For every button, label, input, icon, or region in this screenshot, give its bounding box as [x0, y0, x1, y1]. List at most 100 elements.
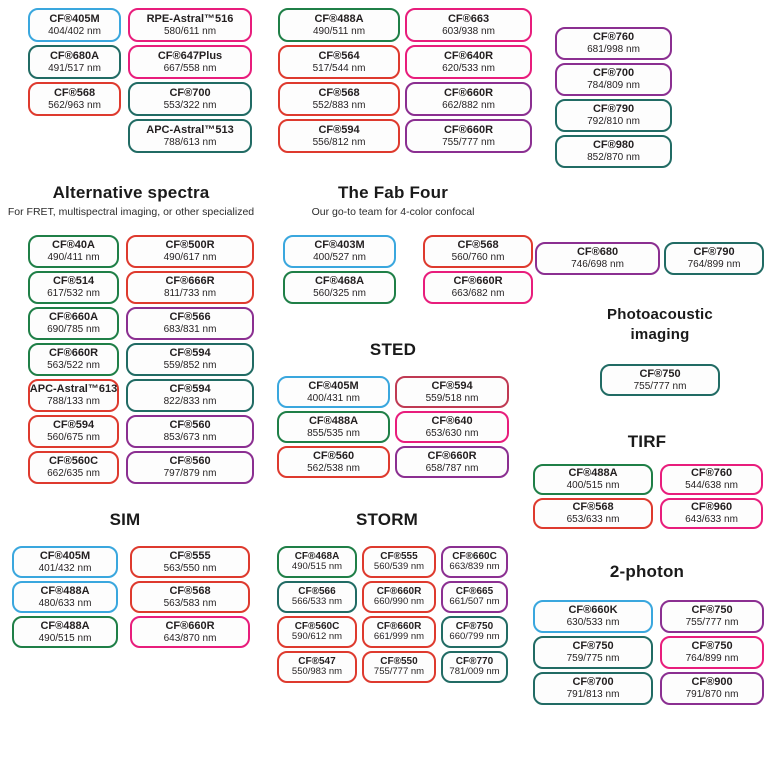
dye-name: CF®568 [53, 86, 96, 99]
dye-wavelengths: 559/852 nm [163, 360, 217, 372]
dye-wavelengths: 562/538 nm [307, 462, 360, 474]
dye-wavelengths: 490/515 nm [291, 561, 343, 573]
dye-wavelengths: 643/870 nm [163, 632, 217, 644]
dye-wavelengths: 603/938 nm [442, 25, 495, 37]
dye-wavelengths: 755/777 nm [633, 380, 687, 392]
dye-wavelengths: 490/411 nm [47, 252, 100, 264]
dye-name: CF®660R [376, 585, 422, 597]
dye-name: CF®468A [314, 275, 365, 288]
dye-name: CF®560C [294, 620, 340, 632]
section-title: STED [369, 340, 417, 359]
dye-wavelengths: 560/675 nm [47, 432, 100, 444]
dye-name: CF®555 [169, 549, 211, 562]
section-title: The Fab Four [337, 183, 449, 202]
dye-wavelengths: 630/533 nm [566, 617, 620, 629]
dye-wavelengths: 661/507 nm [449, 596, 500, 608]
dye-wavelengths: 404/402 nm [48, 25, 101, 37]
dye-wavelengths: 400/431 nm [307, 392, 360, 404]
dye-wavelengths: 544/638 nm [685, 480, 738, 492]
dye-wavelengths: 755/777 nm [685, 617, 739, 629]
dye-name: CF®660R [443, 86, 494, 99]
dye-name: CF®594 [52, 419, 95, 432]
dye-name: CF®468A [294, 550, 340, 562]
dye-name: CF®547 [298, 655, 336, 667]
dye-name: CF®488A [40, 584, 90, 597]
section-subtitle: For FRET, multispectral imaging, or othe… [7, 206, 255, 218]
dye-name: RPE-Astral™516 [146, 12, 234, 25]
dye-wavelengths: 690/785 nm [47, 324, 100, 336]
dye-wavelengths: 822/833 nm [163, 396, 217, 408]
dye-wavelengths: 550/983 nm [291, 666, 343, 678]
dye-name: CF®560 [169, 419, 211, 432]
dye-name: CF®660R [427, 449, 477, 462]
dye-wavelengths: 563/550 nm [163, 562, 217, 574]
dye-name: CF®980 [592, 139, 635, 152]
dye-name: CF®660C [452, 550, 497, 562]
dye-wavelengths: 490/515 nm [38, 632, 92, 644]
dye-name: CF®568 [318, 86, 360, 99]
section-title: 2-photon [609, 562, 685, 581]
dye-wavelengths: 683/831 nm [163, 324, 217, 336]
dye-wavelengths: 653/633 nm [566, 514, 620, 526]
dye-wavelengths: 553/322 nm [163, 99, 217, 111]
dye-name: CF®405M [308, 379, 359, 392]
dye-wavelengths: 559/518 nm [425, 392, 479, 404]
dye-name: CF®660K [568, 604, 618, 617]
dye-name: CF®680A [49, 49, 100, 62]
dye-name: CF®594 [318, 123, 360, 136]
dye-name: CF®564 [318, 49, 360, 62]
dye-name: CF®770 [455, 655, 494, 667]
dye-name: CF®660R [443, 123, 494, 136]
dye-name: CF®566 [298, 585, 336, 597]
dye-name: CF®568 [169, 584, 211, 597]
dye-name: CF®660R [376, 620, 422, 632]
dye-wavelengths: 764/899 nm [685, 653, 739, 665]
dye-wavelengths: 491/517 nm [48, 62, 101, 74]
dye-name: CF®560C [48, 455, 99, 468]
